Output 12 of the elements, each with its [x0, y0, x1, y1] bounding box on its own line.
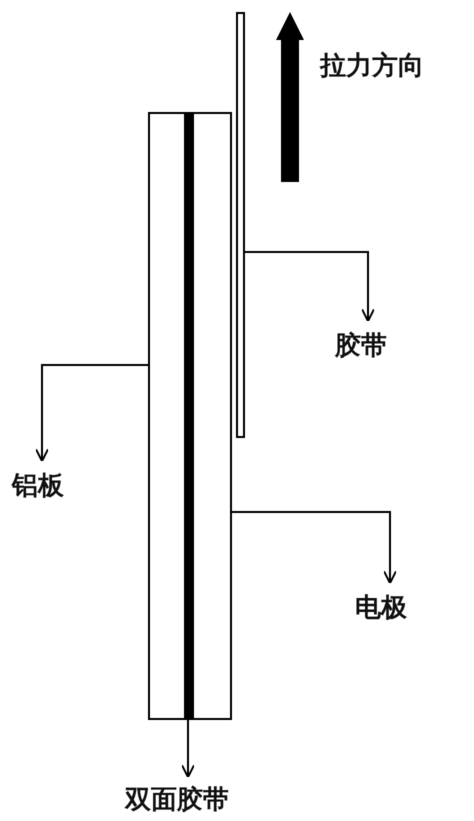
- tape-strip: [236, 12, 245, 438]
- part-label: 电极: [355, 590, 407, 625]
- part-label: 铝板: [12, 468, 64, 503]
- leader-line: [35, 364, 148, 462]
- leader-line: [245, 251, 375, 322]
- leader-line: [181, 720, 195, 778]
- part-label: 双面胶带: [125, 782, 229, 817]
- part-label: 胶带: [335, 328, 387, 363]
- double-sided-tape-strip: [184, 112, 192, 720]
- direction-label: 拉力方向: [320, 50, 424, 83]
- leader-line: [232, 511, 397, 584]
- electrode-plate: [192, 112, 232, 720]
